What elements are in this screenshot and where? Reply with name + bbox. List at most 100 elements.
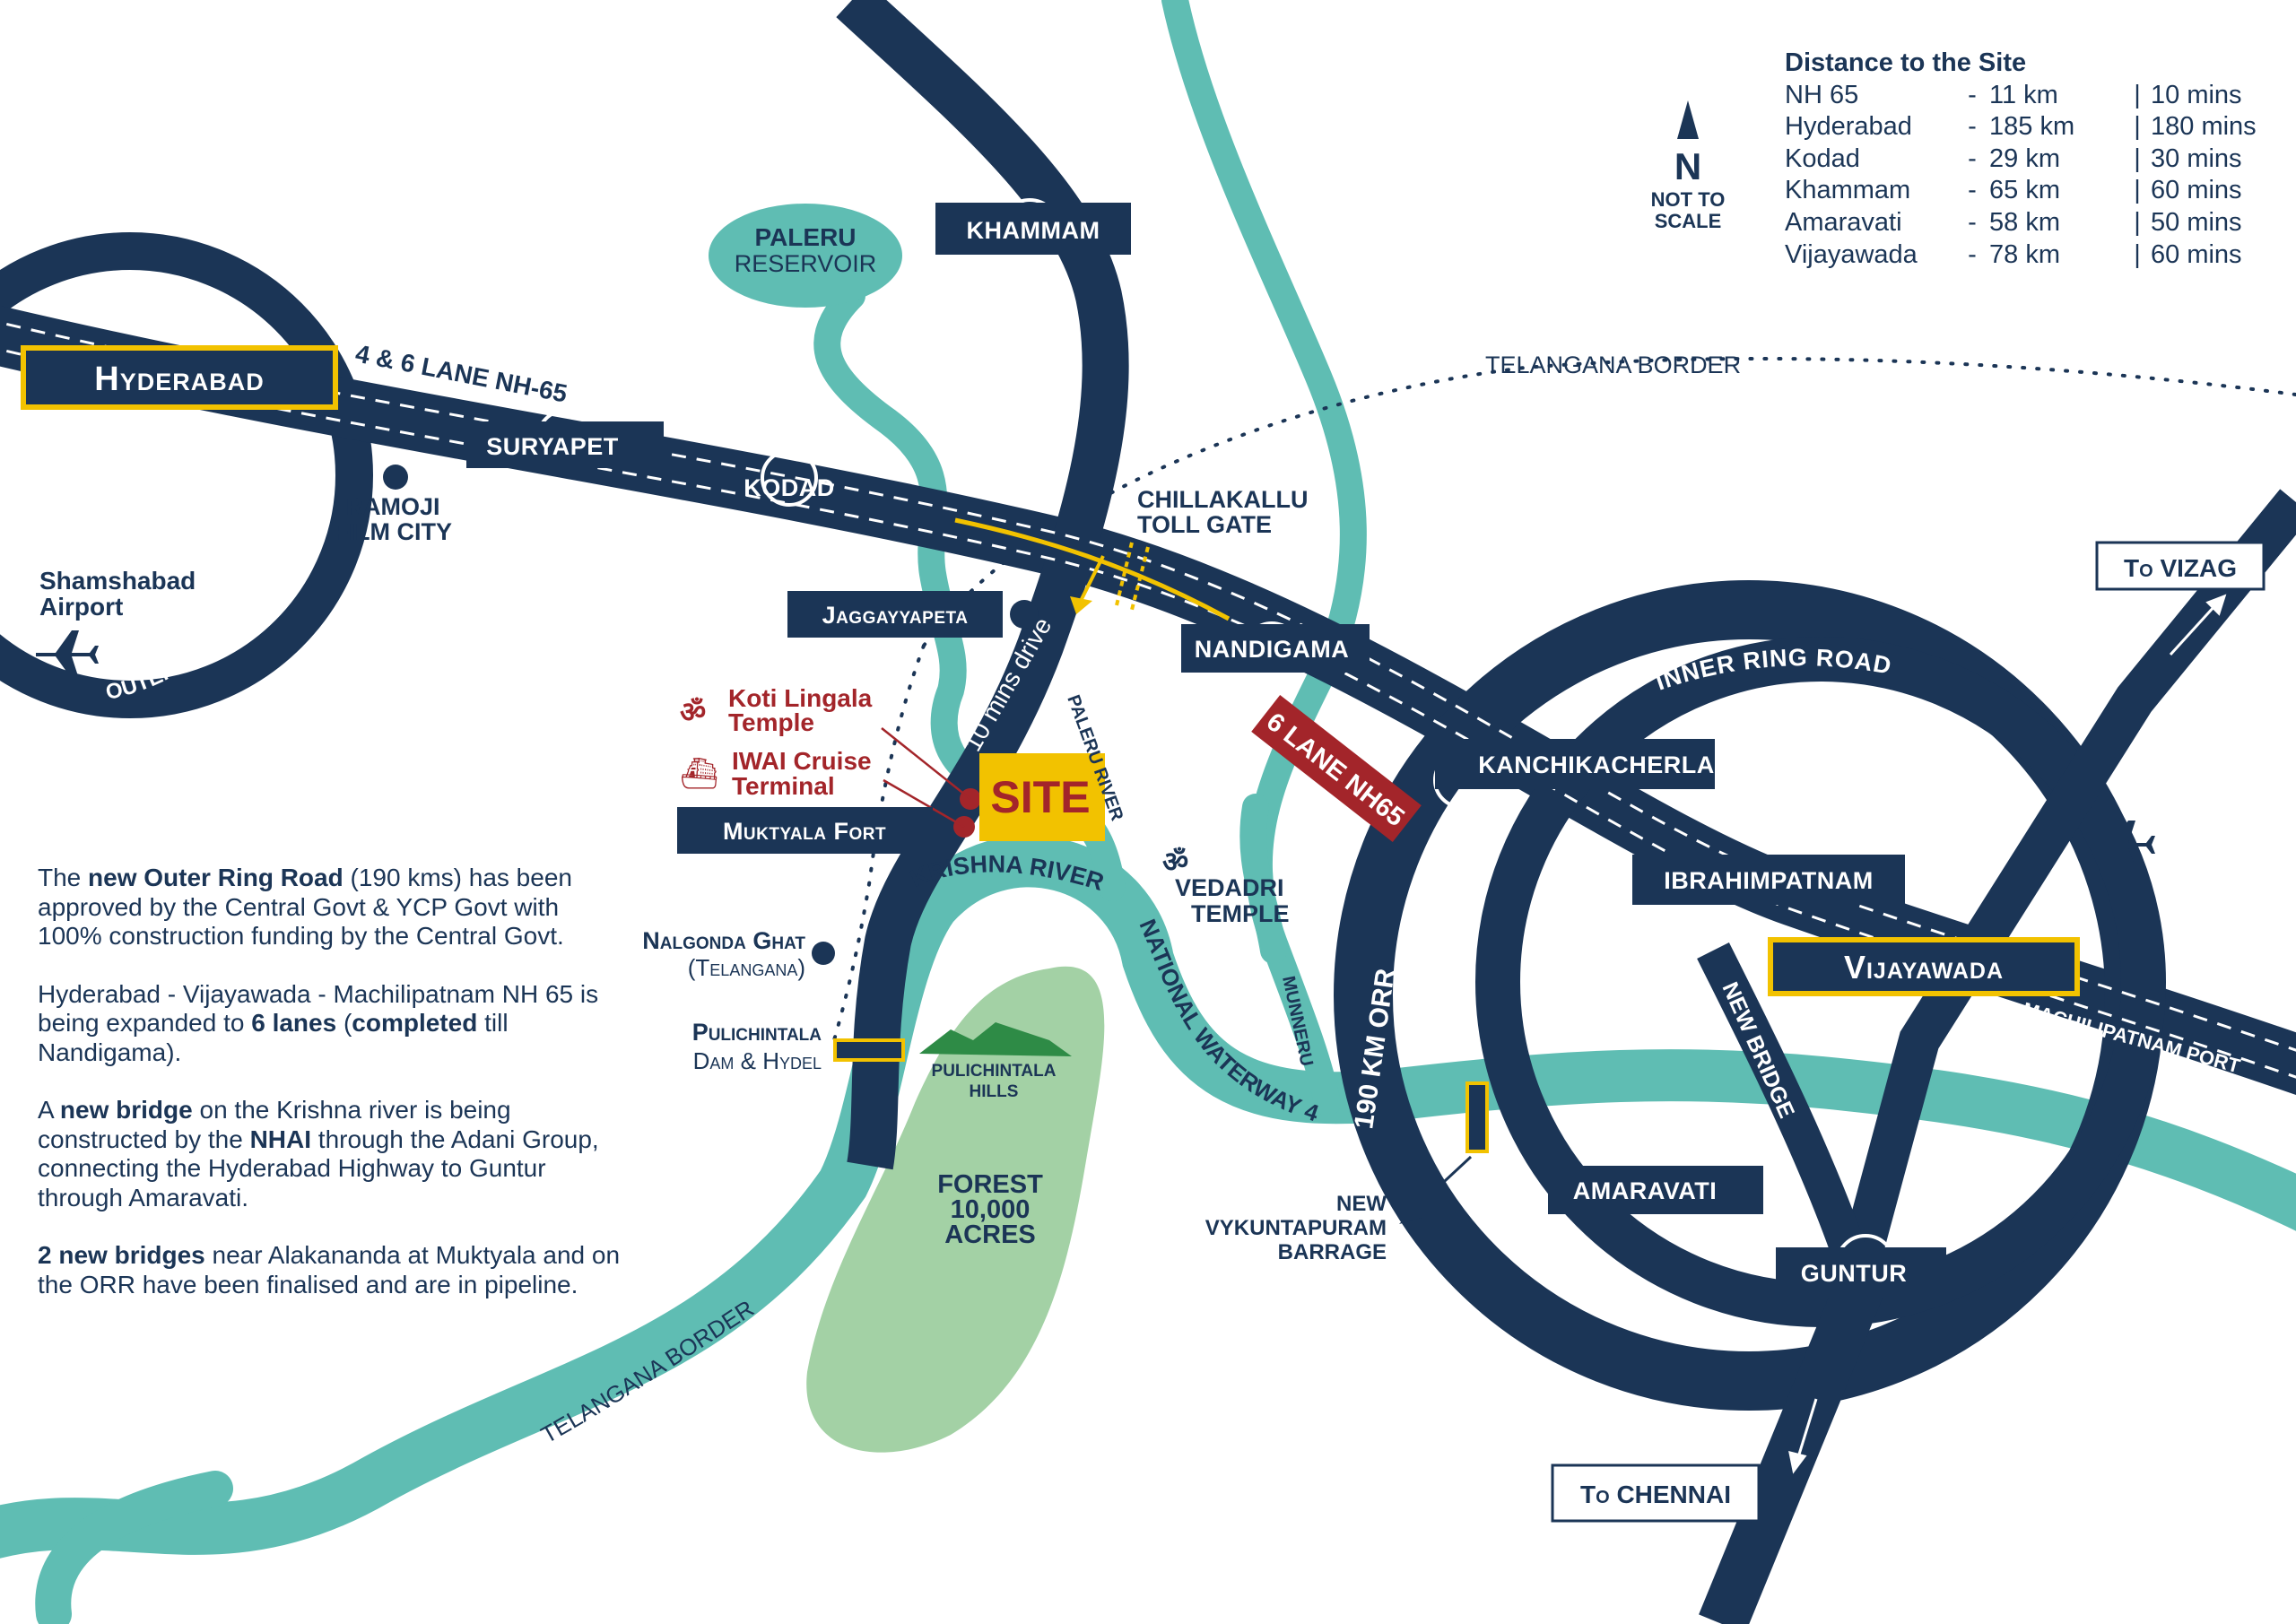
note-text: till Nandigama). xyxy=(38,1009,509,1066)
barrage-label-1: NEW xyxy=(1336,1192,1387,1216)
note-text: (190 kms) has been approved by the Centr… xyxy=(38,864,572,950)
nalgonda-label-1: Nalgonda Ghat xyxy=(642,927,805,954)
distance-row: Vijayawada-78 km|60 mins xyxy=(1785,239,2257,272)
distance-km: 58 km xyxy=(1989,207,2060,237)
distance-sep: | xyxy=(2134,176,2141,205)
pulichintala-label-2: Dam & Hydel xyxy=(693,1047,822,1074)
toll-gate-icon xyxy=(1115,542,1150,611)
jaggayyapeta-label: Jaggayyapeta xyxy=(822,602,969,629)
barrage-label-2: VYKUNTAPURAM xyxy=(1205,1216,1387,1240)
pulichintala-dam-bridge xyxy=(833,1038,905,1062)
svg-text:NOT TO: NOT TO xyxy=(1651,188,1726,211)
distance-sep: | xyxy=(2134,207,2141,237)
distance-place: Amaravati xyxy=(1785,207,1902,237)
ramoji-label-2: FILM CITY xyxy=(334,518,452,545)
ramoji-label-1: RAMOJI xyxy=(345,493,439,520)
ship-icon: ⛴ xyxy=(680,757,718,791)
vijayawada-box xyxy=(1768,937,2080,996)
note-text: near Alakananda at Muktyala and on the O… xyxy=(38,1241,621,1298)
distance-row: Amaravati -58 km | 50 mins xyxy=(1785,207,2257,239)
paleru-reservoir-label-2: RESERVOIR xyxy=(735,250,877,277)
to-chennai-label: To CHENNAI xyxy=(1580,1481,1731,1508)
distance-time: 30 mins xyxy=(2151,143,2242,173)
telangana-border-river xyxy=(35,1471,233,1624)
ramoji-dot xyxy=(383,465,408,490)
shamshabad-airplane-icon xyxy=(36,630,99,679)
note-text: new bridge xyxy=(59,1096,193,1124)
khammam-road xyxy=(836,0,1129,1170)
distance-km: 29 km xyxy=(1989,143,2060,173)
note-text: 6 lanes xyxy=(251,1009,337,1037)
distance-table: Distance to the Site NH 65-11 km|10 mins… xyxy=(1785,48,2269,271)
six-lane-completed-segment xyxy=(954,517,1231,621)
inner-ring-road xyxy=(1475,637,2166,1327)
note-text: completed xyxy=(352,1009,478,1037)
guntur-road xyxy=(1699,1264,1889,1624)
khammam-label: KHAMMAM xyxy=(967,217,1100,244)
distance-place: Vijayawada xyxy=(1785,239,1918,269)
vedadri-label-1: VEDADRI xyxy=(1175,874,1284,901)
note-text: through the Adani Group, connecting the … xyxy=(38,1125,599,1211)
chillakallu-label-1: CHILLAKALLU xyxy=(1137,486,1308,513)
note-text: 2 new bridges xyxy=(38,1241,205,1269)
forest-label-3: ACRES xyxy=(944,1220,1036,1249)
distance-km: 11 km xyxy=(1989,80,2058,109)
koti-lingala-label-1: Koti Lingala xyxy=(728,684,873,712)
krishna-river xyxy=(0,835,2296,1559)
info-notes: The new Outer Ring Road (190 kms) has be… xyxy=(38,864,630,1328)
om-icon-vedadri: ॐ xyxy=(1162,846,1188,878)
om-icon-koti: ॐ xyxy=(680,696,706,728)
telangana-border-line-south xyxy=(832,644,926,1042)
shamshabad-label-2: Airport xyxy=(39,593,123,621)
telangana-border-line xyxy=(922,357,2296,647)
hyderabad-label: Hyderabad xyxy=(94,360,264,398)
distance-row: NH 65-11 km|10 mins xyxy=(1785,80,2257,112)
note-text: NHAI xyxy=(249,1125,312,1153)
distance-time: 10 mins xyxy=(2151,80,2242,109)
distance-dash: - xyxy=(1968,207,1977,237)
distance-dash: - xyxy=(1968,239,1977,269)
pulichintala-label-1: Pulichintala xyxy=(692,1019,822,1046)
distance-km: 65 km xyxy=(1989,176,2060,205)
telangana-border-top-label: TELANGANA BORDER xyxy=(1485,352,1741,378)
chillakallu-label-2: TOLL GATE xyxy=(1137,511,1272,538)
paleru-reservoir-label-1: PALERU xyxy=(754,223,856,251)
svg-text:N: N xyxy=(1674,145,1701,187)
nandigama-label: NANDIGAMA xyxy=(1195,636,1350,663)
note-text: ( xyxy=(336,1009,352,1037)
note-text: on the Krishna river is being constructe… xyxy=(38,1096,511,1153)
distance-km: 78 km xyxy=(1989,239,2060,269)
shamshabad-label-1: Shamshabad xyxy=(39,567,196,595)
new-bridge-road xyxy=(1697,942,1874,1280)
note-text: A xyxy=(38,1096,60,1124)
distance-sep: | xyxy=(2134,80,2141,109)
note-paragraph: Hyderabad - Vijayawada - Machilipatnam N… xyxy=(38,980,630,1068)
vijayawada-label: Vijayawada xyxy=(1844,949,2004,986)
hyderabad-outer-ring-road xyxy=(0,232,373,718)
north-arrow-icon: N NOT TO SCALE xyxy=(1651,100,1726,232)
distance-dash: - xyxy=(1968,176,1977,205)
distance-place: NH 65 xyxy=(1785,80,1859,109)
hyderabad-box xyxy=(21,345,338,410)
pulichintala-hills-shape xyxy=(919,1022,1072,1056)
forest-label-2: 10,000 xyxy=(951,1195,1031,1224)
pulichintala-hills-label-1: PULICHINTALA xyxy=(932,1062,1057,1081)
ten-mins-drive-arrow xyxy=(1079,555,1105,602)
nalgonda-label-2: (Telangana) xyxy=(688,954,805,981)
kanchikacherla-label: KANCHIKACHERLA xyxy=(1478,751,1715,778)
distance-time: 50 mins xyxy=(2151,207,2242,237)
barrage-label-3: BARRAGE xyxy=(1278,1240,1387,1264)
vykuntapuram-barrage-bridge xyxy=(1465,1081,1489,1153)
proposed-orr-label: 190 KM PROPOSED OUTER RING ROAD xyxy=(1497,486,2027,579)
amaravati-label: AMARAVATI xyxy=(1573,1177,1717,1204)
distance-time: 180 mins xyxy=(2151,112,2257,142)
distance-sep: | xyxy=(2134,239,2141,269)
nalgonda-dot xyxy=(812,942,835,965)
site-label: SITE xyxy=(990,772,1090,822)
distance-dash: - xyxy=(1968,143,1977,173)
vedadri-label-2: TEMPLE xyxy=(1191,900,1290,927)
distance-row: Khammam-65 km|60 mins xyxy=(1785,175,2257,207)
distance-sep: | xyxy=(2134,143,2141,173)
to-vizag-label: To VIZAG xyxy=(2124,554,2237,582)
